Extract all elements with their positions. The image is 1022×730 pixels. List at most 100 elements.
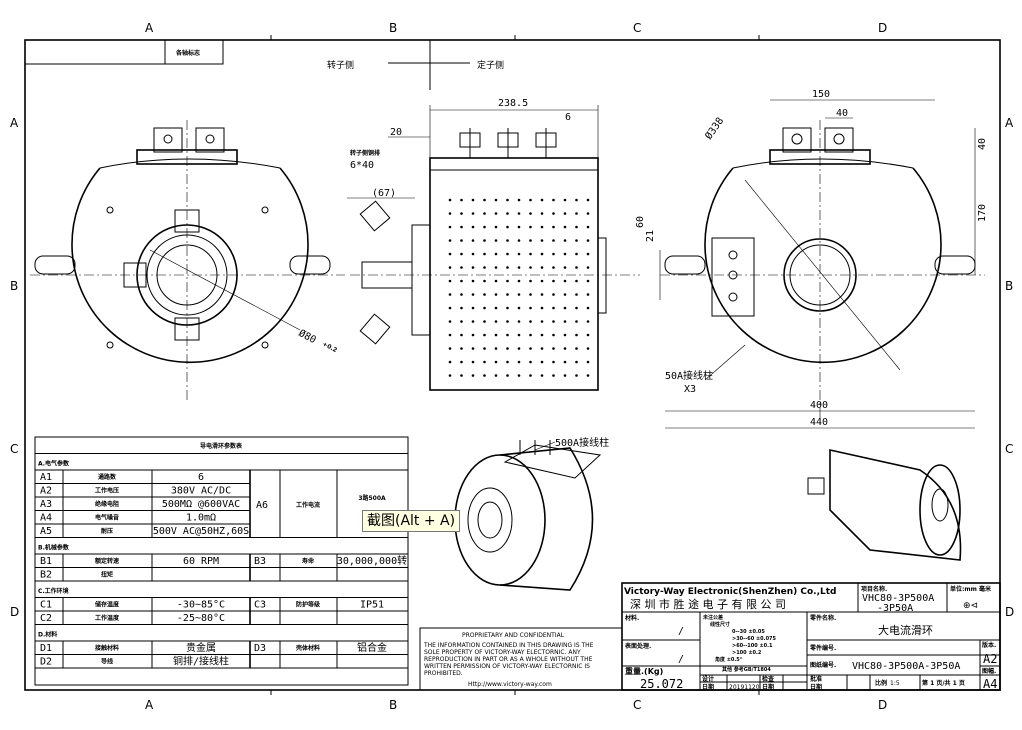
vent-hole — [506, 252, 509, 256]
vent-hole — [483, 225, 486, 229]
vent-hole — [483, 306, 486, 310]
svg-text:转子侧铜排: 转子侧铜排 — [350, 149, 380, 157]
svg-text:D: D — [878, 698, 887, 712]
table-cell: 额定转速 — [95, 557, 119, 565]
vent-hole — [552, 360, 555, 364]
vent-hole — [575, 266, 578, 269]
vent-hole — [471, 239, 475, 242]
vent-hole — [552, 239, 555, 242]
vent-hole — [540, 225, 544, 229]
table-cell: A4 — [40, 513, 52, 524]
isometric-view-1: 500A接线柱 — [454, 436, 609, 591]
table-cell: B3 — [254, 556, 266, 567]
svg-text:A: A — [10, 116, 19, 130]
proprietary-notice: PROPRIETARY AND CONFIDENTIAL THE INFORMA… — [419, 627, 623, 691]
table-cell: 防护等级 — [296, 601, 320, 609]
vent-hole — [471, 198, 475, 202]
vent-hole — [552, 333, 555, 337]
vent-hole — [563, 198, 567, 202]
svg-text:C: C — [1005, 442, 1013, 456]
vent-hole — [540, 360, 544, 364]
table-cell: B.机械参数 — [38, 544, 70, 552]
svg-text:/: / — [678, 626, 684, 637]
svg-text:1:5: 1:5 — [890, 680, 900, 687]
vent-hole — [586, 279, 590, 283]
vent-hole — [552, 293, 555, 296]
table-cell: 铝合金 — [357, 641, 387, 654]
vent-hole — [529, 333, 532, 337]
table-cell: 耐压 — [101, 527, 113, 535]
vent-hole — [506, 279, 509, 283]
vent-hole — [517, 239, 521, 242]
vent-hole — [460, 239, 463, 242]
vent-hole — [506, 239, 509, 242]
vent-hole — [575, 279, 578, 283]
vent-hole — [517, 347, 521, 350]
table-cell: D1 — [40, 643, 52, 654]
table-cell: A6 — [256, 500, 268, 511]
svg-text:Ø338: Ø338 — [703, 115, 727, 142]
vent-hole — [448, 198, 452, 202]
svg-text:日期: 日期 — [702, 683, 714, 691]
table-cell: B1 — [40, 556, 52, 567]
vent-hole — [517, 306, 521, 310]
vent-hole — [506, 347, 509, 350]
svg-text:(67): (67) — [372, 188, 396, 199]
vent-hole — [471, 333, 475, 337]
vent-hole — [471, 360, 475, 364]
svg-text:比例: 比例 — [875, 679, 887, 687]
vent-hole — [540, 347, 544, 350]
vent-hole — [494, 374, 498, 377]
vent-hole — [586, 212, 590, 215]
vent-hole — [563, 320, 567, 323]
rotor-side-view: Ø80 +0.2 — [30, 120, 345, 400]
vent-hole — [517, 225, 521, 229]
vent-hole — [529, 320, 532, 323]
vent-hole — [529, 279, 532, 283]
vent-hole — [494, 360, 498, 364]
svg-text:材料.: 材料. — [624, 614, 639, 622]
vent-hole — [460, 266, 463, 269]
svg-text:>60--100 ±0.1: >60--100 ±0.1 — [732, 643, 773, 649]
vent-hole — [540, 320, 544, 323]
corner-label: 各轴标志 — [175, 49, 200, 57]
vent-hole — [448, 266, 452, 269]
vent-hole — [540, 374, 544, 377]
vent-hole — [471, 374, 475, 377]
vent-hole — [552, 306, 555, 310]
vent-hole — [540, 279, 544, 283]
vent-hole — [448, 306, 452, 310]
svg-text:X3: X3 — [684, 384, 696, 395]
vent-hole — [448, 212, 452, 215]
svg-text:B: B — [10, 279, 18, 293]
vent-hole — [483, 347, 486, 350]
svg-text:+0.2: +0.2 — [321, 341, 338, 355]
vent-hole — [586, 225, 590, 229]
table-cell: A5 — [40, 526, 52, 537]
svg-text:-3P50A: -3P50A — [877, 603, 913, 614]
table-cell: -25~80°C — [177, 613, 225, 624]
vent-hole — [586, 293, 590, 296]
svg-text:图纸编号.: 图纸编号. — [810, 661, 836, 669]
svg-text:B: B — [389, 21, 397, 35]
vent-hole — [517, 320, 521, 323]
vent-hole — [506, 360, 509, 364]
svg-text:PROHIBITED.: PROHIBITED. — [424, 670, 463, 677]
table-cell: 工作电流 — [296, 501, 320, 509]
vent-hole — [494, 198, 498, 202]
vent-hole — [563, 293, 567, 296]
table-cell: 500MΩ @600VAC — [162, 499, 240, 510]
vent-hole — [575, 374, 578, 377]
svg-text:>100 ±0.2: >100 ±0.2 — [732, 650, 762, 656]
vent-hole — [506, 266, 509, 269]
vent-hole — [529, 347, 532, 350]
vent-hole — [517, 212, 521, 215]
svg-text:6*40: 6*40 — [350, 160, 374, 171]
vent-hole — [483, 320, 486, 323]
svg-text:VHC80-3P500A: VHC80-3P500A — [862, 593, 934, 604]
vent-hole — [575, 212, 578, 215]
vent-hole — [529, 252, 532, 256]
vent-hole — [471, 347, 475, 350]
